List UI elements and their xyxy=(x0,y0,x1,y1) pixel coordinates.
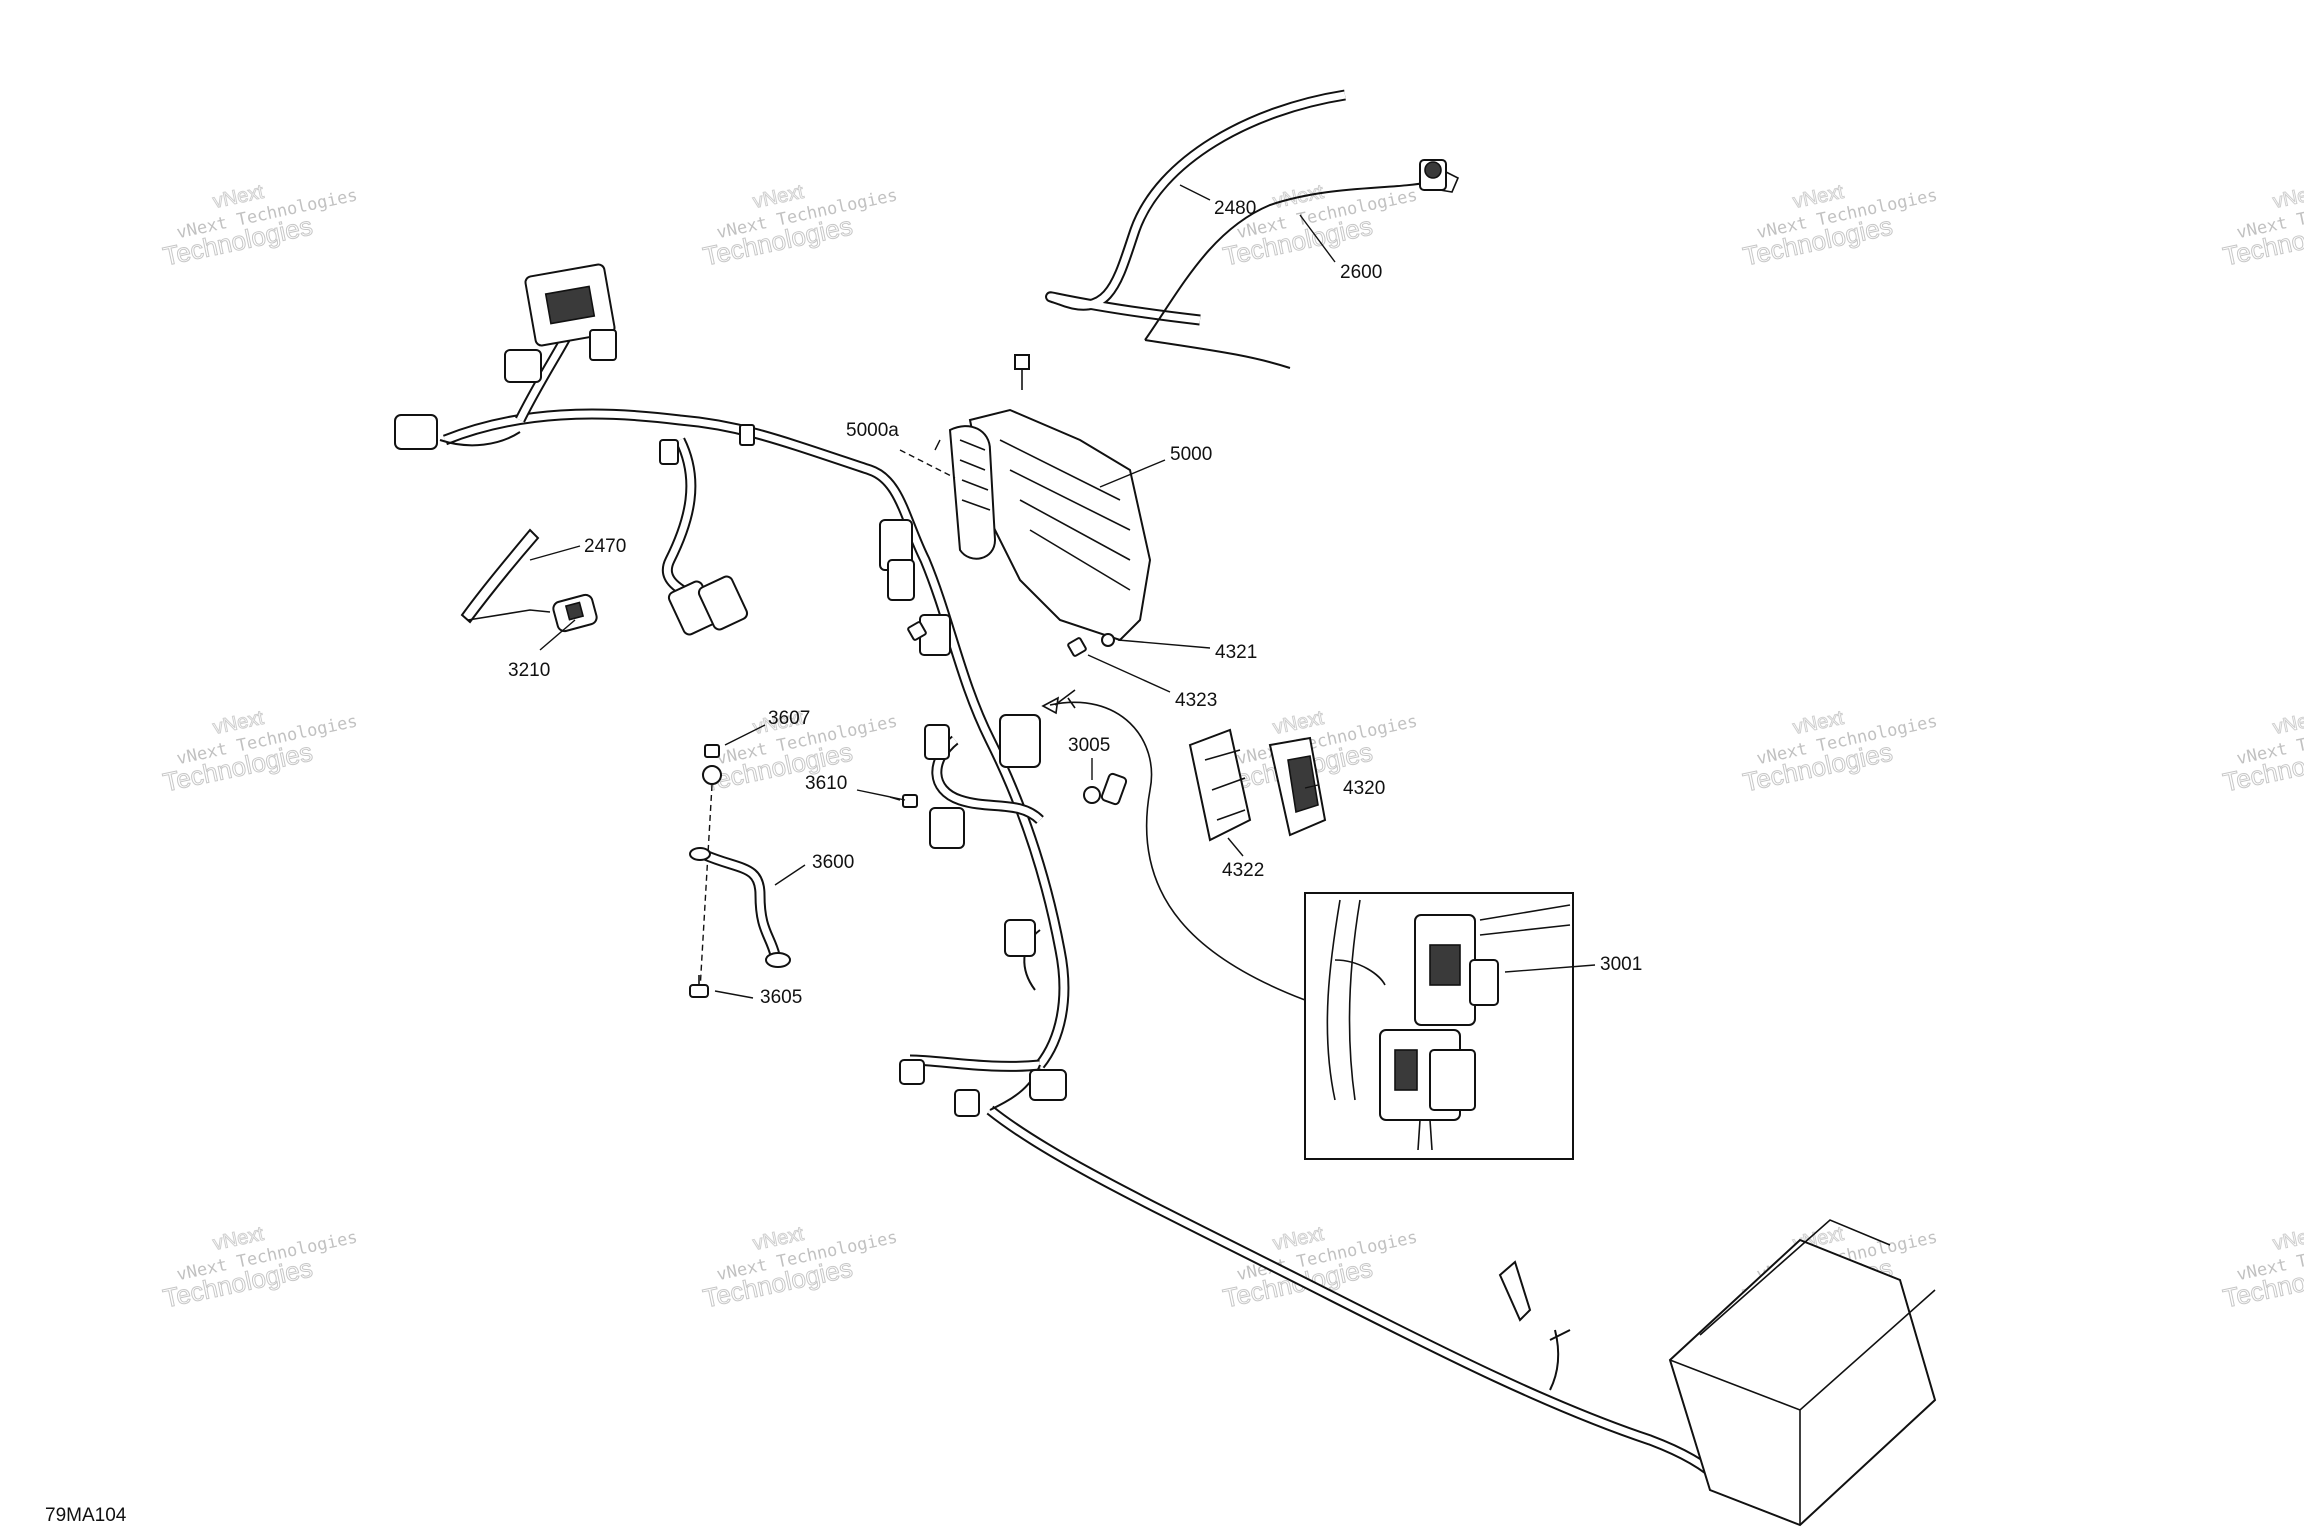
part-3600-ground-cable xyxy=(689,847,791,968)
callout-3005: 3005 xyxy=(1068,735,1110,756)
callout-labels: 2480 2600 5000a 5000 2470 3210 4321 4323… xyxy=(508,198,1642,1008)
callout-2480: 2480 xyxy=(1214,198,1256,219)
watermark: vNext vNext Technologies Technologies xyxy=(2220,1222,2304,1314)
callout-4323: 4323 xyxy=(1175,690,1217,711)
watermark: vNext vNext Technologies Technologies xyxy=(1740,180,1939,272)
callout-leaders xyxy=(529,184,1596,999)
watermark: vNext vNext Technologies Technologies xyxy=(700,180,899,272)
callout-2600: 2600 xyxy=(1340,262,1382,283)
part-2480-harness xyxy=(1045,89,1346,326)
callout-3605: 3605 xyxy=(760,987,802,1008)
watermark: vNext vNext Technologies Technologies xyxy=(700,1222,899,1314)
battery xyxy=(1498,1219,1937,1527)
harness-connectors-mid-left xyxy=(667,575,749,636)
watermark: vNext vNext Technologies Technologies xyxy=(2220,706,2304,798)
harness-connectors-upper-left xyxy=(394,263,755,465)
part-5000-ecu xyxy=(948,354,1152,642)
watermark: vNext vNext Technologies Technologies xyxy=(1220,1222,1419,1314)
watermark: vNext vNext Technologies Technologies xyxy=(160,706,359,798)
detail-view-3001 xyxy=(1304,892,1574,1160)
watermark: vNext vNext Technologies Technologies xyxy=(1740,706,1939,798)
part-5000a-link xyxy=(899,449,956,479)
part-3005-grommet xyxy=(1083,772,1128,806)
callout-3610: 3610 xyxy=(805,773,847,794)
svg-text:vNext: vNext xyxy=(2271,181,2304,213)
part-2470-strap xyxy=(460,528,551,624)
part-4322-bracket xyxy=(1188,728,1252,842)
part-4321-washer xyxy=(1101,633,1115,647)
watermark: vNext vNext Technologies Technologies xyxy=(2220,180,2304,272)
part-2600-sensor-wire xyxy=(1144,159,1460,369)
detail-arrow xyxy=(1049,701,1306,1001)
watermark: vNext vNext Technologies Technologies xyxy=(700,706,899,798)
part-3610-screw xyxy=(889,794,918,808)
callout-5000: 5000 xyxy=(1170,444,1212,465)
callout-2470: 2470 xyxy=(584,536,626,557)
callout-3210: 3210 xyxy=(508,660,550,681)
callout-4321: 4321 xyxy=(1215,642,1257,663)
part-4323-nut xyxy=(907,621,1087,657)
harness-connectors-center xyxy=(879,519,1076,1117)
callout-3001: 3001 xyxy=(1600,954,1642,975)
watermark: vNext vNext Technologies Technologies xyxy=(160,1222,359,1314)
part-3605-bolt xyxy=(689,975,709,998)
ground-axis xyxy=(699,784,713,991)
drawing-code: 79MA104 xyxy=(45,1505,127,1526)
callout-3607: 3607 xyxy=(768,708,810,729)
main-harness xyxy=(439,327,1724,1484)
callout-4322: 4322 xyxy=(1222,860,1264,881)
part-4320-fuse-box xyxy=(1268,736,1327,837)
svg-text:vNext: vNext xyxy=(2271,707,2304,739)
part-3210-connector xyxy=(552,593,598,633)
svg-text:vNext: vNext xyxy=(2271,1223,2304,1255)
part-3607-nut xyxy=(702,744,722,785)
callout-4320: 4320 xyxy=(1343,778,1385,799)
callout-5000a: 5000a xyxy=(846,420,899,441)
detail-arrowhead xyxy=(1041,696,1059,715)
callout-3600: 3600 xyxy=(812,852,854,873)
watermark: vNext vNext Technologies Technologies xyxy=(160,180,359,272)
